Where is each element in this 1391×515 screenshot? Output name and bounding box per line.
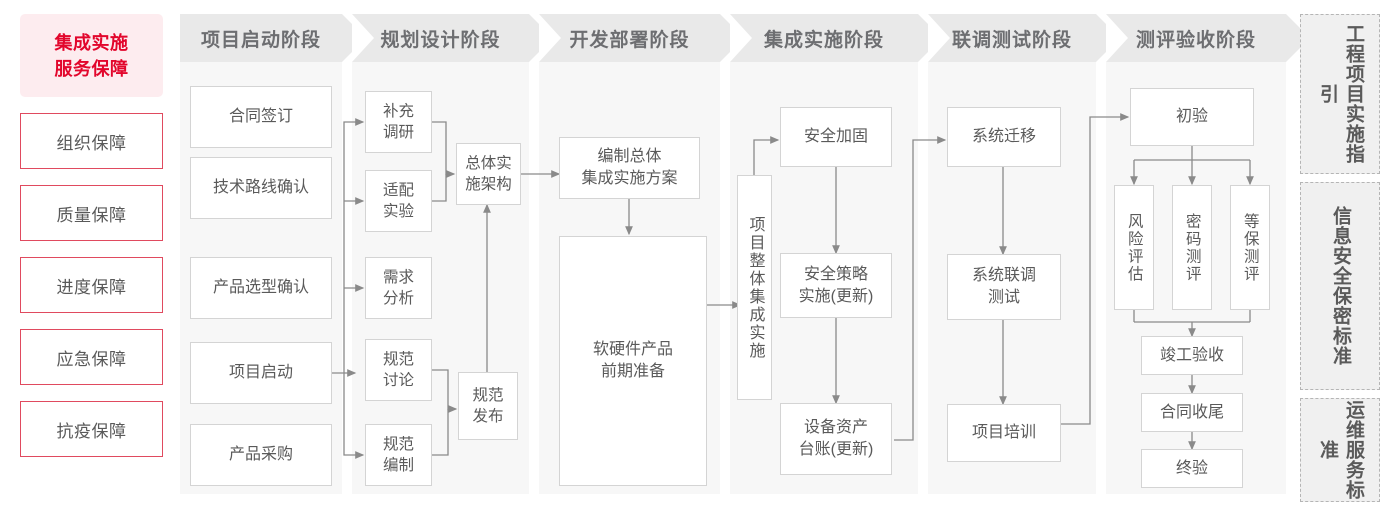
rail-item-label: 应急保障 [56,349,127,369]
node-label: 补充 调研 [382,103,414,141]
assurance-rail: 集成实施 服务保障 组织保障 质量保障 进度保障 应急保障 抗疫保障 [20,14,163,457]
node-system-migration[interactable]: 系统迁移 [947,107,1061,167]
phase-banner-label: 开发部署阶段 [569,29,690,51]
node-label: 总体实 施架构 [465,155,512,193]
node-label: 规范 编制 [382,436,414,474]
node-contract-signing[interactable]: 合同签订 [190,86,332,148]
node-overall-implementation-architecture[interactable]: 总体实 施架构 [456,143,521,205]
node-label: 编制总体 集成实施方案 [581,148,678,187]
node-cryptography-evaluation[interactable]: 密码测评 [1172,185,1212,310]
rail-item-organization[interactable]: 组织保障 [20,113,163,169]
node-label: 初验 [1175,108,1208,125]
node-risk-assessment[interactable]: 风险评估 [1114,185,1154,310]
rail-item-label: 组织保障 [56,133,127,153]
node-label: 项目整体集成实施 [746,215,764,360]
node-final-acceptance[interactable]: 终验 [1141,449,1243,488]
node-project-training[interactable]: 项目培训 [947,404,1061,462]
node-tech-route-confirm[interactable]: 技术路线确认 [190,157,332,219]
node-product-selection-confirm[interactable]: 产品选型确认 [190,257,332,319]
node-label: 安全加固 [803,128,868,145]
chevron-notch-icon [539,14,561,62]
node-label: 规范 讨论 [382,351,414,389]
node-requirements-analysis[interactable]: 需求 分析 [365,257,432,319]
phase-banner-label: 集成实施阶段 [763,29,884,51]
node-overall-integration-plan[interactable]: 编制总体 集成实施方案 [559,137,700,199]
node-label: 风险评估 [1125,212,1143,283]
node-label: 项目启动 [228,364,293,381]
phase-banner-label: 测评验收阶段 [1135,29,1256,51]
standard-panel-ops-service[interactable]: 运维服务标准 [1300,398,1380,502]
node-security-policy-update[interactable]: 安全策略 实施(更新) [780,253,892,318]
node-label: 产品采购 [228,446,293,463]
node-contract-closure[interactable]: 合同收尾 [1141,393,1243,432]
node-label: 合同签订 [228,108,293,125]
phase-banner-acceptance[interactable]: 测评验收阶段 [1106,14,1310,62]
node-label: 技术路线确认 [212,179,309,196]
node-security-hardening[interactable]: 安全加固 [780,107,892,167]
phase-banner-startup[interactable]: 项目启动阶段 [180,14,366,62]
node-label: 终验 [1175,459,1208,477]
node-label: 设备资产 台账(更新) [798,419,874,458]
chevron-notch-icon [730,14,752,62]
node-system-joint-test[interactable]: 系统联调 测试 [947,254,1061,320]
standard-panel-label: 信息安全保密标准 [1330,206,1351,366]
rail-item-emergency[interactable]: 应急保障 [20,329,163,385]
node-project-kickoff[interactable]: 项目启动 [190,342,332,404]
node-label: 需求 分析 [382,269,414,307]
phase-banner-development[interactable]: 开发部署阶段 [539,14,744,62]
node-label: 项目培训 [971,424,1036,441]
node-label: 竣工验收 [1159,346,1224,364]
node-label: 系统迁移 [971,128,1036,145]
node-label: 软硬件产品 前期准备 [592,341,673,380]
rail-item-label: 质量保障 [56,205,127,225]
phase-banner-label: 项目启动阶段 [200,29,321,51]
rail-item-label: 进度保障 [56,277,127,297]
rail-item-schedule[interactable]: 进度保障 [20,257,163,313]
node-adaptation-experiment[interactable]: 适配 实验 [365,170,432,232]
node-label: 安全策略 实施(更新) [798,265,874,305]
node-label: 系统联调 测试 [971,267,1036,306]
node-overall-project-integration[interactable]: 项目整体集成实施 [737,175,772,400]
node-label: 密码测评 [1183,212,1201,283]
node-label: 等保测评 [1241,212,1259,283]
phase-banner-planning[interactable]: 规划设计阶段 [352,14,553,62]
node-product-procurement[interactable]: 产品采购 [190,424,332,486]
chevron-notch-icon [352,14,374,62]
assurance-title-line2: 服务保障 [54,58,129,79]
node-spec-discussion[interactable]: 规范 讨论 [365,339,432,401]
phase-banner-label: 规划设计阶段 [380,29,501,51]
node-spec-drafting[interactable]: 规范 编制 [365,424,432,486]
phase-banner-testing[interactable]: 联调测试阶段 [928,14,1120,62]
rail-item-epidemic[interactable]: 抗疫保障 [20,401,163,457]
node-label: 合同收尾 [1159,403,1224,421]
node-asset-ledger-update[interactable]: 设备资产 台账(更新) [780,403,892,475]
standard-panel-label: 运维服务标准 [1317,400,1364,500]
phase-banner-label: 联调测试阶段 [951,29,1072,51]
chevron-notch-icon [928,14,950,62]
node-label: 产品选型确认 [212,279,309,296]
node-spec-release[interactable]: 规范 发布 [458,372,518,440]
node-label: 规范 发布 [472,387,504,425]
node-supplementary-research[interactable]: 补充 调研 [365,91,432,153]
node-completion-acceptance[interactable]: 竣工验收 [1141,336,1243,375]
node-hardware-software-preparation[interactable]: 软硬件产品 前期准备 [559,236,707,486]
standard-panel-infosec[interactable]: 信息安全保密标准 [1300,182,1380,390]
node-label: 适配 实验 [382,182,414,220]
assurance-title-line1: 集成实施 [54,32,129,53]
standard-panel-engineering-guide[interactable]: 工程项目实施指引 [1300,14,1380,174]
phase-banner-integration[interactable]: 集成实施阶段 [730,14,942,62]
node-mlps-evaluation[interactable]: 等保测评 [1230,185,1270,310]
assurance-title: 集成实施 服务保障 [20,14,163,97]
standard-panel-label: 工程项目实施指引 [1317,24,1364,164]
node-preliminary-acceptance[interactable]: 初验 [1130,88,1254,146]
rail-item-quality[interactable]: 质量保障 [20,185,163,241]
rail-item-label: 抗疫保障 [56,421,127,441]
chevron-notch-icon [1106,14,1128,62]
